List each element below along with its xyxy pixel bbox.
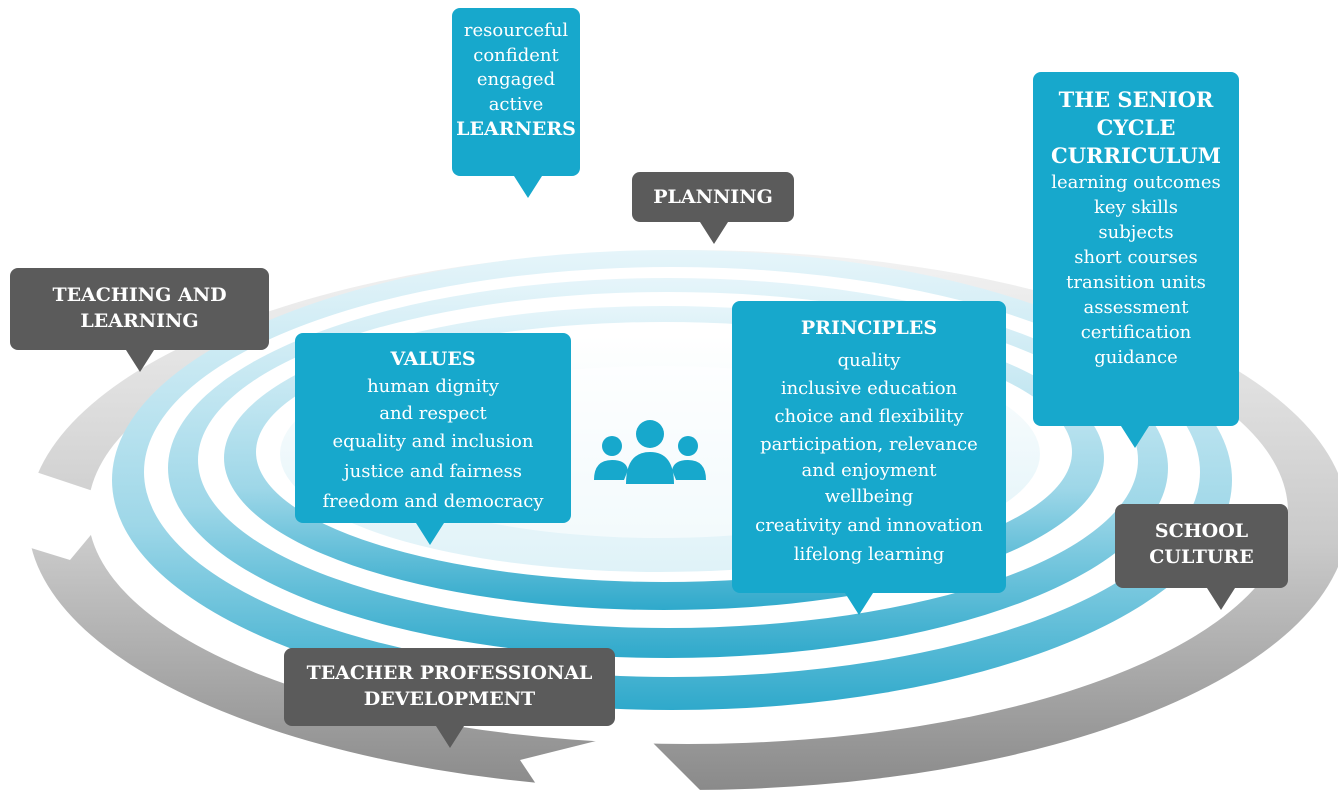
senior-cycle-title: THE SENIOR xyxy=(1058,87,1214,112)
teaching-and-learning-label: LEARNING xyxy=(80,310,199,332)
learners-title: LEARNERS xyxy=(456,118,576,140)
principles-title: PRINCIPLES xyxy=(800,317,938,339)
learners-item: resourceful xyxy=(463,20,569,41)
teacher-pd-label: DEVELOPMENT xyxy=(363,688,536,710)
senior-cycle-item: transition units xyxy=(1066,272,1206,293)
people-group-icon xyxy=(594,420,706,484)
teaching-and-learning-box: TEACHING AND LEARNING xyxy=(10,268,269,372)
values-item: justice and fairness xyxy=(344,461,522,482)
values-item: and respect xyxy=(379,403,487,424)
principles-item: lifelong learning xyxy=(793,544,945,565)
principles-item: and enjoyment xyxy=(801,460,937,481)
senior-cycle-item: subjects xyxy=(1098,222,1174,243)
school-culture-label: SCHOOL xyxy=(1154,520,1249,542)
values-box: VALUES human dignity and respect equalit… xyxy=(295,333,571,545)
planning-box: PLANNING xyxy=(632,172,794,244)
principles-item: participation, relevance xyxy=(760,434,978,455)
teaching-and-learning-label: TEACHING AND xyxy=(52,284,227,306)
learners-item: engaged xyxy=(476,69,556,90)
teacher-professional-development-box: TEACHER PROFESSIONAL DEVELOPMENT xyxy=(284,648,615,748)
values-title: VALUES xyxy=(390,348,476,370)
teacher-pd-label: TEACHER PROFESSIONAL xyxy=(306,662,593,684)
values-item: equality and inclusion xyxy=(332,431,534,452)
senior-cycle-curriculum-box: THE SENIOR CYCLE CURRICULUM learning out… xyxy=(1033,72,1239,448)
senior-cycle-item: certification xyxy=(1080,322,1192,343)
values-item: human dignity xyxy=(367,376,499,397)
principles-item: creativity and innovation xyxy=(755,515,983,536)
learners-item: confident xyxy=(473,44,559,66)
senior-cycle-item: key skills xyxy=(1093,197,1179,218)
senior-cycle-item: short courses xyxy=(1074,247,1198,268)
learners-item: active xyxy=(488,93,544,115)
principles-item: inclusive education xyxy=(780,378,958,399)
values-item: freedom and democracy xyxy=(322,491,544,512)
principles-item: wellbeing xyxy=(824,486,914,507)
principles-item: quality xyxy=(837,350,901,371)
school-culture-box: SCHOOL CULTURE xyxy=(1115,504,1288,610)
senior-cycle-item: guidance xyxy=(1094,347,1178,368)
learners-box: resourceful confident engaged active LEA… xyxy=(452,8,580,198)
planning-label: PLANNING xyxy=(653,186,773,208)
school-culture-label: CULTURE xyxy=(1149,546,1254,568)
senior-cycle-title: CURRICULUM xyxy=(1051,143,1221,168)
senior-cycle-item: learning outcomes xyxy=(1051,172,1221,193)
principles-box: PRINCIPLES quality inclusive education c… xyxy=(732,301,1006,615)
senior-cycle-title: CYCLE xyxy=(1096,115,1176,140)
principles-item: choice and flexibility xyxy=(774,406,964,427)
senior-cycle-item: assessment xyxy=(1083,297,1189,318)
